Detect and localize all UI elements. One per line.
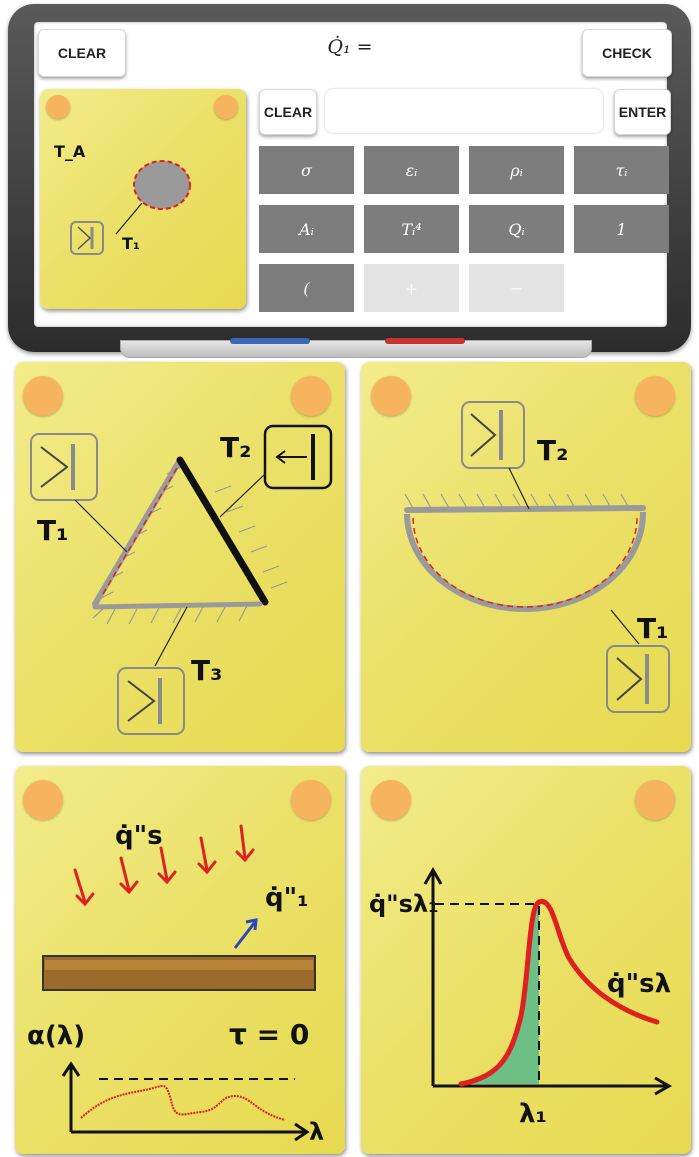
clear-input-button[interactable]: CLEAR <box>259 89 317 135</box>
surface-1-icon <box>606 645 670 713</box>
curve-label: q̇"sλ <box>607 969 671 999</box>
surface-1-icon <box>30 433 98 501</box>
preview-drawing: T_A T₁ <box>54 142 191 255</box>
key-open-paren[interactable]: ( <box>259 264 354 312</box>
key-tau[interactable]: τᵢ <box>574 146 669 194</box>
key-epsilon[interactable]: εᵢ <box>364 146 459 194</box>
key-plus[interactable]: + <box>364 264 459 312</box>
card-triangle-enclosure[interactable]: T₂ T₁ T₃ <box>15 362 345 752</box>
key-area[interactable]: Aᵢ <box>259 205 354 253</box>
pin-icon <box>46 95 70 119</box>
pin-icon <box>635 376 675 416</box>
card-spectral-flux[interactable]: q̇"sλ₁ q̇"sλ λ₁ <box>361 766 691 1154</box>
label-t2: T₂ <box>537 434 568 467</box>
lambda-axis-label: λ <box>309 1118 324 1146</box>
body-shape <box>133 160 191 210</box>
pin-icon <box>23 780 63 820</box>
card-solar-absorber[interactable]: q̇"s q̇"₁ α(λ) τ = 0 λ <box>15 766 345 1154</box>
flux-in-label: q̇"s <box>115 821 163 851</box>
peak-flux-label: q̇"sλ₁ <box>369 890 439 918</box>
expression-input[interactable] <box>325 89 603 133</box>
key-one[interactable]: 1 <box>574 205 669 253</box>
label-t1: T₁ <box>637 612 668 645</box>
blue-marker <box>230 338 310 344</box>
incident-arrows <box>73 824 255 907</box>
surface-2-icon <box>263 424 333 490</box>
card-semicircle-enclosure[interactable]: T₂ T₁ <box>361 362 691 752</box>
absorptivity-label: α(λ) <box>27 1021 85 1051</box>
key-minus[interactable]: − <box>469 264 564 312</box>
surface-3-icon <box>117 667 185 735</box>
key-sigma[interactable]: σ <box>259 146 354 194</box>
clear-board-button[interactable]: CLEAR <box>38 29 126 77</box>
surface-icon <box>70 221 104 255</box>
red-marker <box>385 338 465 344</box>
label-t3: T₃ <box>191 654 222 687</box>
enter-button[interactable]: ENTER <box>614 89 671 135</box>
key-heat[interactable]: Qᵢ <box>469 205 564 253</box>
triangle-drawing: T₂ T₁ T₃ <box>30 424 333 735</box>
check-button[interactable]: CHECK <box>582 29 672 77</box>
semicircle-drawing: T₂ T₁ <box>404 401 670 713</box>
pin-icon <box>635 780 675 820</box>
absorber-drawing: q̇"s q̇"₁ α(λ) τ = 0 λ <box>27 821 324 1146</box>
surface-2-icon <box>461 401 525 469</box>
pin-icon <box>214 95 238 119</box>
pin-icon <box>371 376 411 416</box>
pin-icon <box>291 780 331 820</box>
pin-icon <box>291 376 331 416</box>
ambient-label: T_A <box>54 142 86 161</box>
label-t1: T₁ <box>37 514 68 547</box>
label-t2: T₂ <box>220 431 251 464</box>
transmissivity-label: τ = 0 <box>229 1018 309 1051</box>
preview-card[interactable]: T_A T₁ <box>40 89 246 309</box>
surface-label: T₁ <box>122 234 140 253</box>
flux-surface-label: q̇"₁ <box>265 883 309 913</box>
spectral-curve <box>458 899 660 1087</box>
wavelength-label: λ₁ <box>519 1099 547 1129</box>
spectrum-drawing: q̇"sλ₁ q̇"sλ λ₁ <box>369 866 673 1129</box>
key-temperature-fourth[interactable]: Tᵢ⁴ <box>364 205 459 253</box>
pin-icon <box>371 780 411 820</box>
pin-icon <box>23 376 63 416</box>
key-rho[interactable]: ρᵢ <box>469 146 564 194</box>
absorbed-area <box>461 902 539 1084</box>
equation-title: Q̇₁ = <box>327 36 373 58</box>
marker-tray <box>120 340 592 358</box>
